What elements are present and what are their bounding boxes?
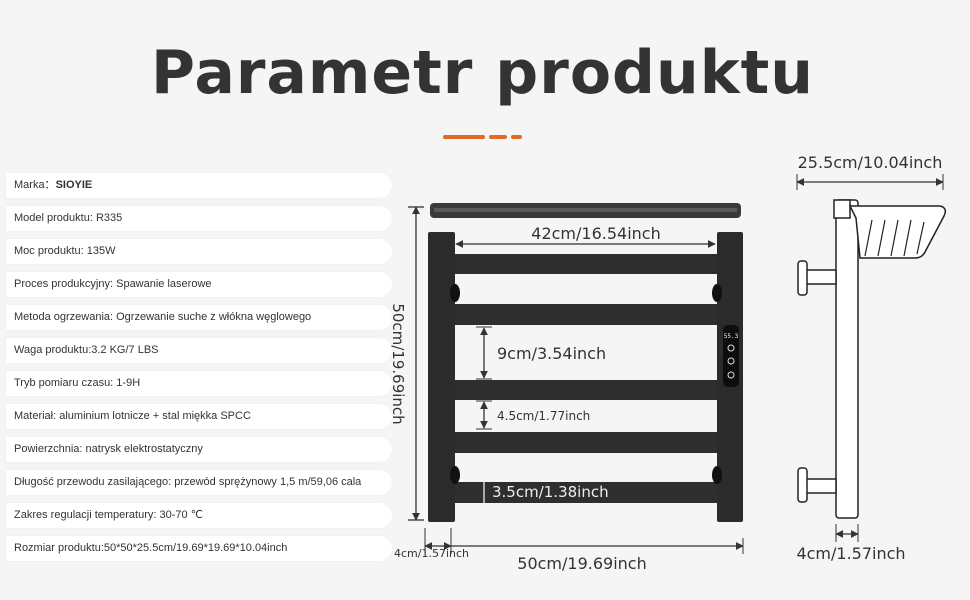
- mount-bracket: [712, 466, 722, 484]
- spec-value: 1-9H: [116, 377, 141, 389]
- spec-value: Ogrzewanie suche z włókna węglowego: [116, 311, 312, 323]
- spec-value: 3.2 KG/7 LBS: [91, 344, 159, 356]
- accent-bar-3: [511, 135, 522, 139]
- total-width-label: 50cm/19.69inch: [517, 554, 646, 573]
- spec-label: Proces produkcyjny:: [14, 278, 117, 290]
- power-button-icon: [727, 371, 735, 379]
- spec-label: Tryb pomiaru czasu:: [14, 377, 117, 389]
- spec-label: Model produktu:: [14, 212, 96, 224]
- top-shelf-edge: [434, 208, 737, 212]
- rail: [455, 304, 717, 325]
- spec-value: 30-70 ℃: [159, 509, 204, 521]
- side-post: [835, 199, 859, 519]
- towel-rack-front: 55.3: [428, 203, 743, 522]
- spec-label: Marka：: [14, 179, 56, 191]
- spec-item: Długość przewodu zasilającego: przewód s…: [6, 470, 392, 495]
- towel-rack-side: 25.5cm/10.04inch 4cm/1.57inch: [796, 153, 947, 563]
- spec-value: 135W: [86, 245, 116, 257]
- control-display: 55.3: [724, 333, 739, 340]
- spec-item: Waga produktu:3.2 KG/7 LBS: [6, 338, 392, 363]
- bar-height-label: 3.5cm/1.38inch: [492, 483, 609, 501]
- spec-label: Metoda ogrzewania:: [14, 311, 117, 323]
- spec-label: Materiał:: [14, 410, 60, 422]
- height-label: 50cm/19.69inch: [389, 303, 407, 424]
- spec-list: Marka：SIOYIE Model produktu: R335 Moc pr…: [6, 173, 392, 569]
- mount-bracket: [450, 284, 460, 302]
- spec-label: Rozmiar produktu:: [14, 542, 104, 554]
- mount-bracket: [450, 466, 460, 484]
- side-wall-mount: [804, 478, 837, 494]
- spec-item: Marka：SIOYIE: [6, 173, 392, 198]
- front-dimensions: 42cm/16.54inch 50cm/19.69inch 9cm/3.54in…: [389, 206, 744, 573]
- side-shelf-bracket: [833, 199, 851, 219]
- spec-value: natrysk elektrostatyczny: [85, 443, 203, 455]
- side-wall-plate: [797, 260, 808, 296]
- spec-value: przewód sprężynowy 1,5 m/59,06 cala: [174, 476, 362, 488]
- rail: [455, 254, 717, 274]
- side-shelf: [848, 205, 947, 259]
- inner-width-label: 42cm/16.54inch: [531, 224, 660, 243]
- temperature-button-icon: [727, 357, 735, 365]
- spec-value: 50*50*25.5cm/19.69*19.69*10.04inch: [103, 542, 288, 554]
- spec-item: Model produktu: R335: [6, 206, 392, 231]
- depth-label: 25.5cm/10.04inch: [798, 153, 943, 172]
- spec-value: SIOYIE: [55, 179, 93, 191]
- spec-label: Długość przewodu zasilającego:: [14, 476, 175, 488]
- spec-item: Zakres regulacji temperatury: 30-70 ℃: [6, 503, 392, 528]
- page-title: Parametr produktu: [150, 38, 815, 108]
- mount-bracket: [712, 284, 722, 302]
- rail: [455, 432, 717, 453]
- spec-value: R335: [95, 212, 123, 224]
- spec-item: Metoda ogrzewania: Ogrzewanie suche z wł…: [6, 305, 392, 330]
- accent-bar-2: [489, 135, 507, 139]
- side-shelf-slats: [864, 219, 925, 257]
- spec-label: Moc produktu:: [14, 245, 87, 257]
- spec-value: Spawanie laserowe: [116, 278, 212, 290]
- spec-label: Waga produktu:: [14, 344, 92, 356]
- rail: [455, 380, 717, 400]
- spec-item: Powierzchnia: natrysk elektrostatyczny: [6, 437, 392, 462]
- rail: [455, 482, 717, 503]
- spec-item: Tryb pomiaru czasu: 1-9H: [6, 371, 392, 396]
- spec-item: Rozmiar produktu:50*50*25.5cm/19.69*19.6…: [6, 536, 392, 561]
- spec-item: Proces produkcyjny: Spawanie laserowe: [6, 272, 392, 297]
- side-wall-plate: [797, 467, 808, 503]
- spec-value: aluminium lotnicze + stal miękka SPCC: [59, 410, 251, 422]
- bar-gap-label: 9cm/3.54inch: [497, 344, 606, 363]
- spec-item: Materiał: aluminium lotnicze + stal mięk…: [6, 404, 392, 429]
- left-post: [428, 232, 455, 522]
- timer-button-icon: [727, 344, 735, 352]
- accent-bar-1: [443, 135, 485, 139]
- spec-item: Moc produktu: 135W: [6, 239, 392, 264]
- side-post-label: 4cm/1.57inch: [796, 544, 905, 563]
- post-width-label: 4cm/1.57inch: [394, 547, 469, 560]
- control-panel: [723, 325, 739, 387]
- bar-gap-small-label: 4.5cm/1.77inch: [497, 409, 590, 423]
- spec-label: Powierzchnia:: [14, 443, 86, 455]
- side-wall-mount: [804, 269, 837, 285]
- spec-label: Zakres regulacji temperatury:: [14, 509, 160, 521]
